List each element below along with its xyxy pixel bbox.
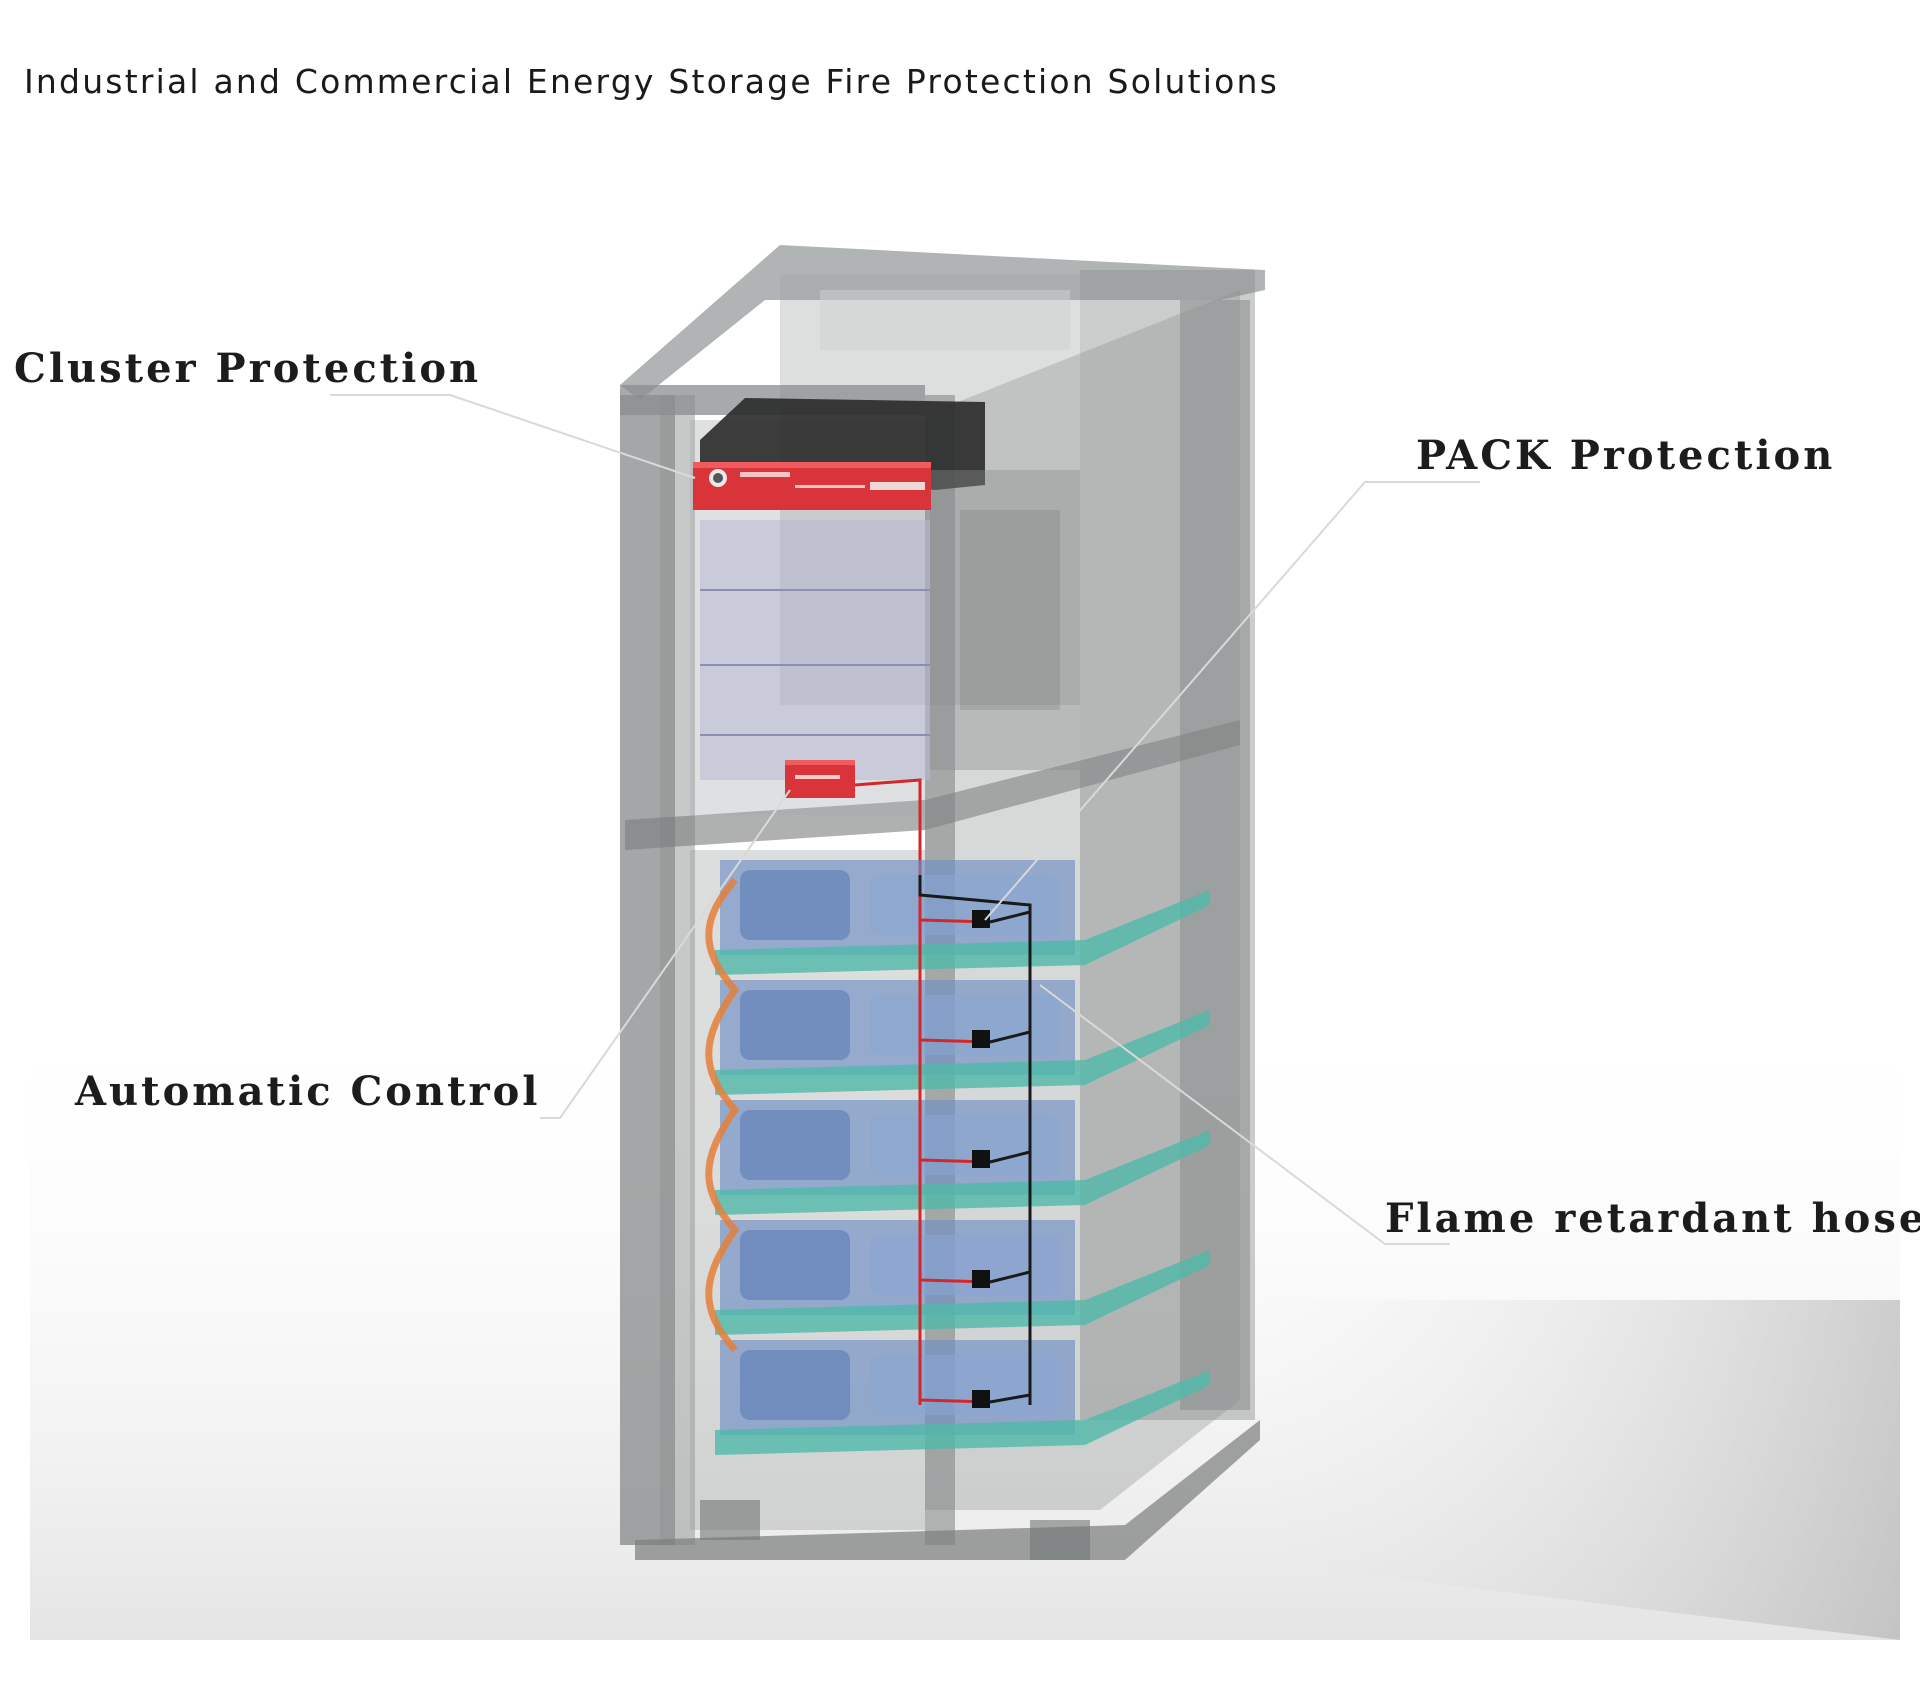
- leader-line-cluster: [330, 394, 696, 479]
- page-title: Industrial and Commercial Energy Storage…: [24, 62, 1279, 101]
- leader-line-automatic: [540, 789, 791, 1119]
- leader-line-pack: [984, 481, 1480, 921]
- battery-pack: [715, 1100, 1210, 1215]
- battery-pack: [715, 980, 1210, 1095]
- automatic-control-box: [785, 760, 922, 875]
- leader-lines: [330, 394, 1480, 1245]
- label-pack-protection: PACK Protection: [1416, 432, 1836, 479]
- battery-packs: [705, 860, 1210, 1455]
- battery-pack: [715, 860, 1210, 975]
- battery-pack: [715, 1340, 1210, 1455]
- label-automatic-control: Automatic Control: [75, 1068, 541, 1115]
- leader-line-hose: [1039, 984, 1450, 1245]
- cluster-protection-device: [693, 462, 931, 510]
- battery-pack: [715, 1220, 1210, 1335]
- label-flame-retardant-hose: Flame retardant hose: [1385, 1195, 1920, 1242]
- cabinet: [620, 245, 1265, 1560]
- pipe-system: [918, 875, 1032, 1408]
- label-cluster-protection: Cluster Protection: [14, 345, 482, 392]
